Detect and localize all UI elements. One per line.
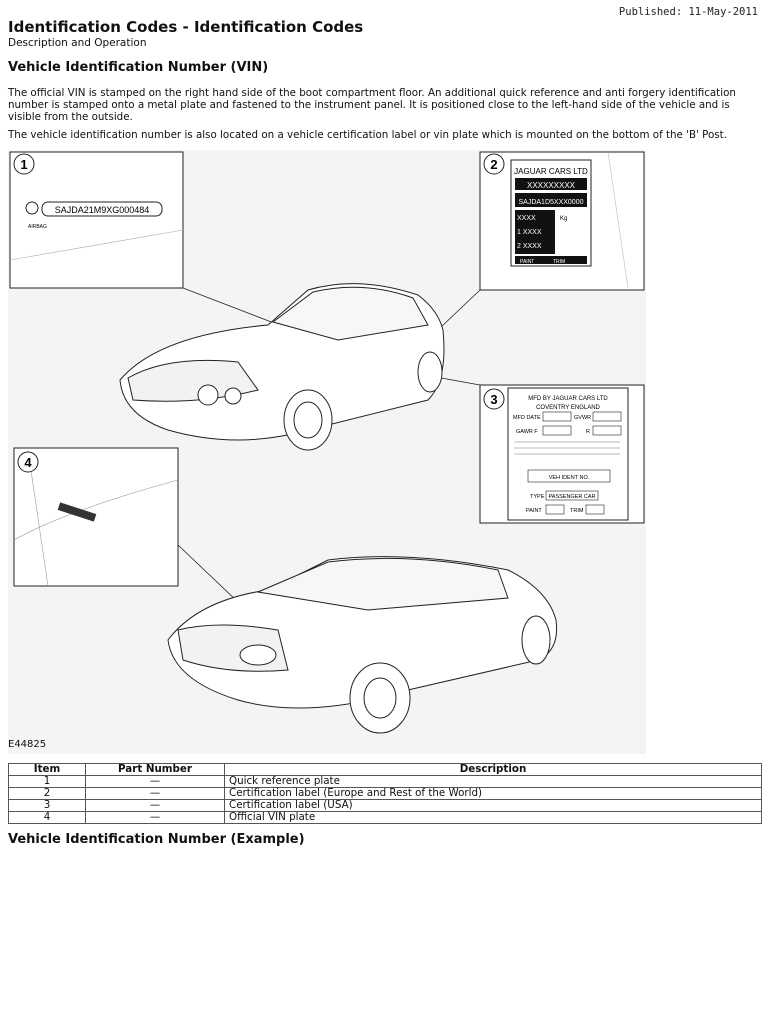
plate1-vin: SAJDA21M9XG000484 <box>55 205 150 215</box>
vin-paragraph-2: The vehicle identification number is als… <box>8 129 727 141</box>
vin-example-heading: Vehicle Identification Number (Example) <box>8 832 305 847</box>
plate2-code: XXXXXXXXX <box>527 181 576 190</box>
plate3-type: TYPE <box>530 494 545 500</box>
row-item: 1 <box>8 775 86 788</box>
row-part: — <box>85 787 225 800</box>
row-item: 4 <box>8 811 86 824</box>
row-desc: Certification label (USA) <box>224 799 762 812</box>
car-rear-illustration <box>167 556 558 734</box>
inset-2-certification-label-eu: 2 JAGUAR CARS LTD XXXXXXXXX SAJDA1D5XXX0… <box>479 151 645 291</box>
plate3-gvwr: GVWR <box>574 415 591 421</box>
row-desc: Quick reference plate <box>224 775 762 788</box>
vin-location-figure: 1 SAJDA21M9XG000484 AIRBAG 2 JAGUAR CARS… <box>8 150 646 754</box>
vin-section-heading: Vehicle Identification Number (VIN) <box>8 60 269 75</box>
row-desc: Official VIN plate <box>224 811 762 824</box>
table-row: 4 — Official VIN plate <box>8 811 762 824</box>
table-row: 2 — Certification label (Europe and Rest… <box>8 787 762 800</box>
plate2-vin-bar: SAJDA1D5XXX0000 <box>519 199 584 206</box>
plate2-row-2: 1 XXXX <box>517 229 542 236</box>
header-item: Item <box>8 763 86 776</box>
parts-table: Item Part Number Description 1 — Quick r… <box>8 763 762 824</box>
inset-1-quick-reference-plate: 1 SAJDA21M9XG000484 AIRBAG <box>9 151 184 289</box>
plate3-paint: PAINT <box>526 508 542 514</box>
vin-paragraph-1: The official VIN is stamped on the right… <box>8 87 736 123</box>
row-item: 2 <box>8 787 86 800</box>
plate1-logo: AIRBAG <box>28 224 47 230</box>
row-part: — <box>85 799 225 812</box>
plate2-paint: PAINT <box>520 259 534 265</box>
plate3-place: COVENTRY ENGLAND <box>536 405 600 411</box>
header-part-number: Part Number <box>85 763 225 776</box>
published-date: Published: 11-May-2011 <box>618 6 758 18</box>
car-front-illustration <box>119 283 445 451</box>
plate2-row-1: XXXX <box>517 215 536 222</box>
plate3-trim: TRIM <box>570 508 584 514</box>
row-item: 3 <box>8 799 86 812</box>
inset-3-certification-label-usa: 3 MFD BY JAGUAR CARS LTD COVENTRY ENGLAN… <box>479 384 645 524</box>
row-desc: Certification label (Europe and Rest of … <box>224 787 762 800</box>
row-part: — <box>85 811 225 824</box>
plate3-gawr: GAWR F <box>516 429 538 435</box>
page-title: Identification Codes - Identification Co… <box>8 18 364 36</box>
plate2-trim: TRIM <box>553 259 565 265</box>
plate2-row-3: 2 XXXX <box>517 243 542 250</box>
page-subtitle: Description and Operation <box>8 37 147 49</box>
figure-id: E44825 <box>8 739 47 750</box>
inset-4-official-vin-plate: 4 <box>13 447 179 587</box>
plate2-brand: JAGUAR CARS LTD <box>514 167 588 176</box>
plate3-mfd-date: MFD DATE <box>513 415 541 421</box>
callout-4: 4 <box>24 455 32 470</box>
callout-1: 1 <box>20 157 27 172</box>
plate2-kg: Kg <box>560 216 567 222</box>
row-part: — <box>85 775 225 788</box>
table-header-row: Item Part Number Description <box>8 763 762 776</box>
callout-3: 3 <box>490 392 497 407</box>
plate3-maker: MFD BY JAGUAR CARS LTD <box>528 396 608 402</box>
plate3-type-value: PASSENGER CAR <box>549 494 596 500</box>
header-description: Description <box>224 763 762 776</box>
table-row: 1 — Quick reference plate <box>8 775 762 788</box>
plate3-vin-label: VEH IDENT NO. <box>549 475 590 481</box>
table-row: 3 — Certification label (USA) <box>8 799 762 812</box>
plate3-r: R <box>586 429 590 435</box>
callout-2: 2 <box>490 157 497 172</box>
